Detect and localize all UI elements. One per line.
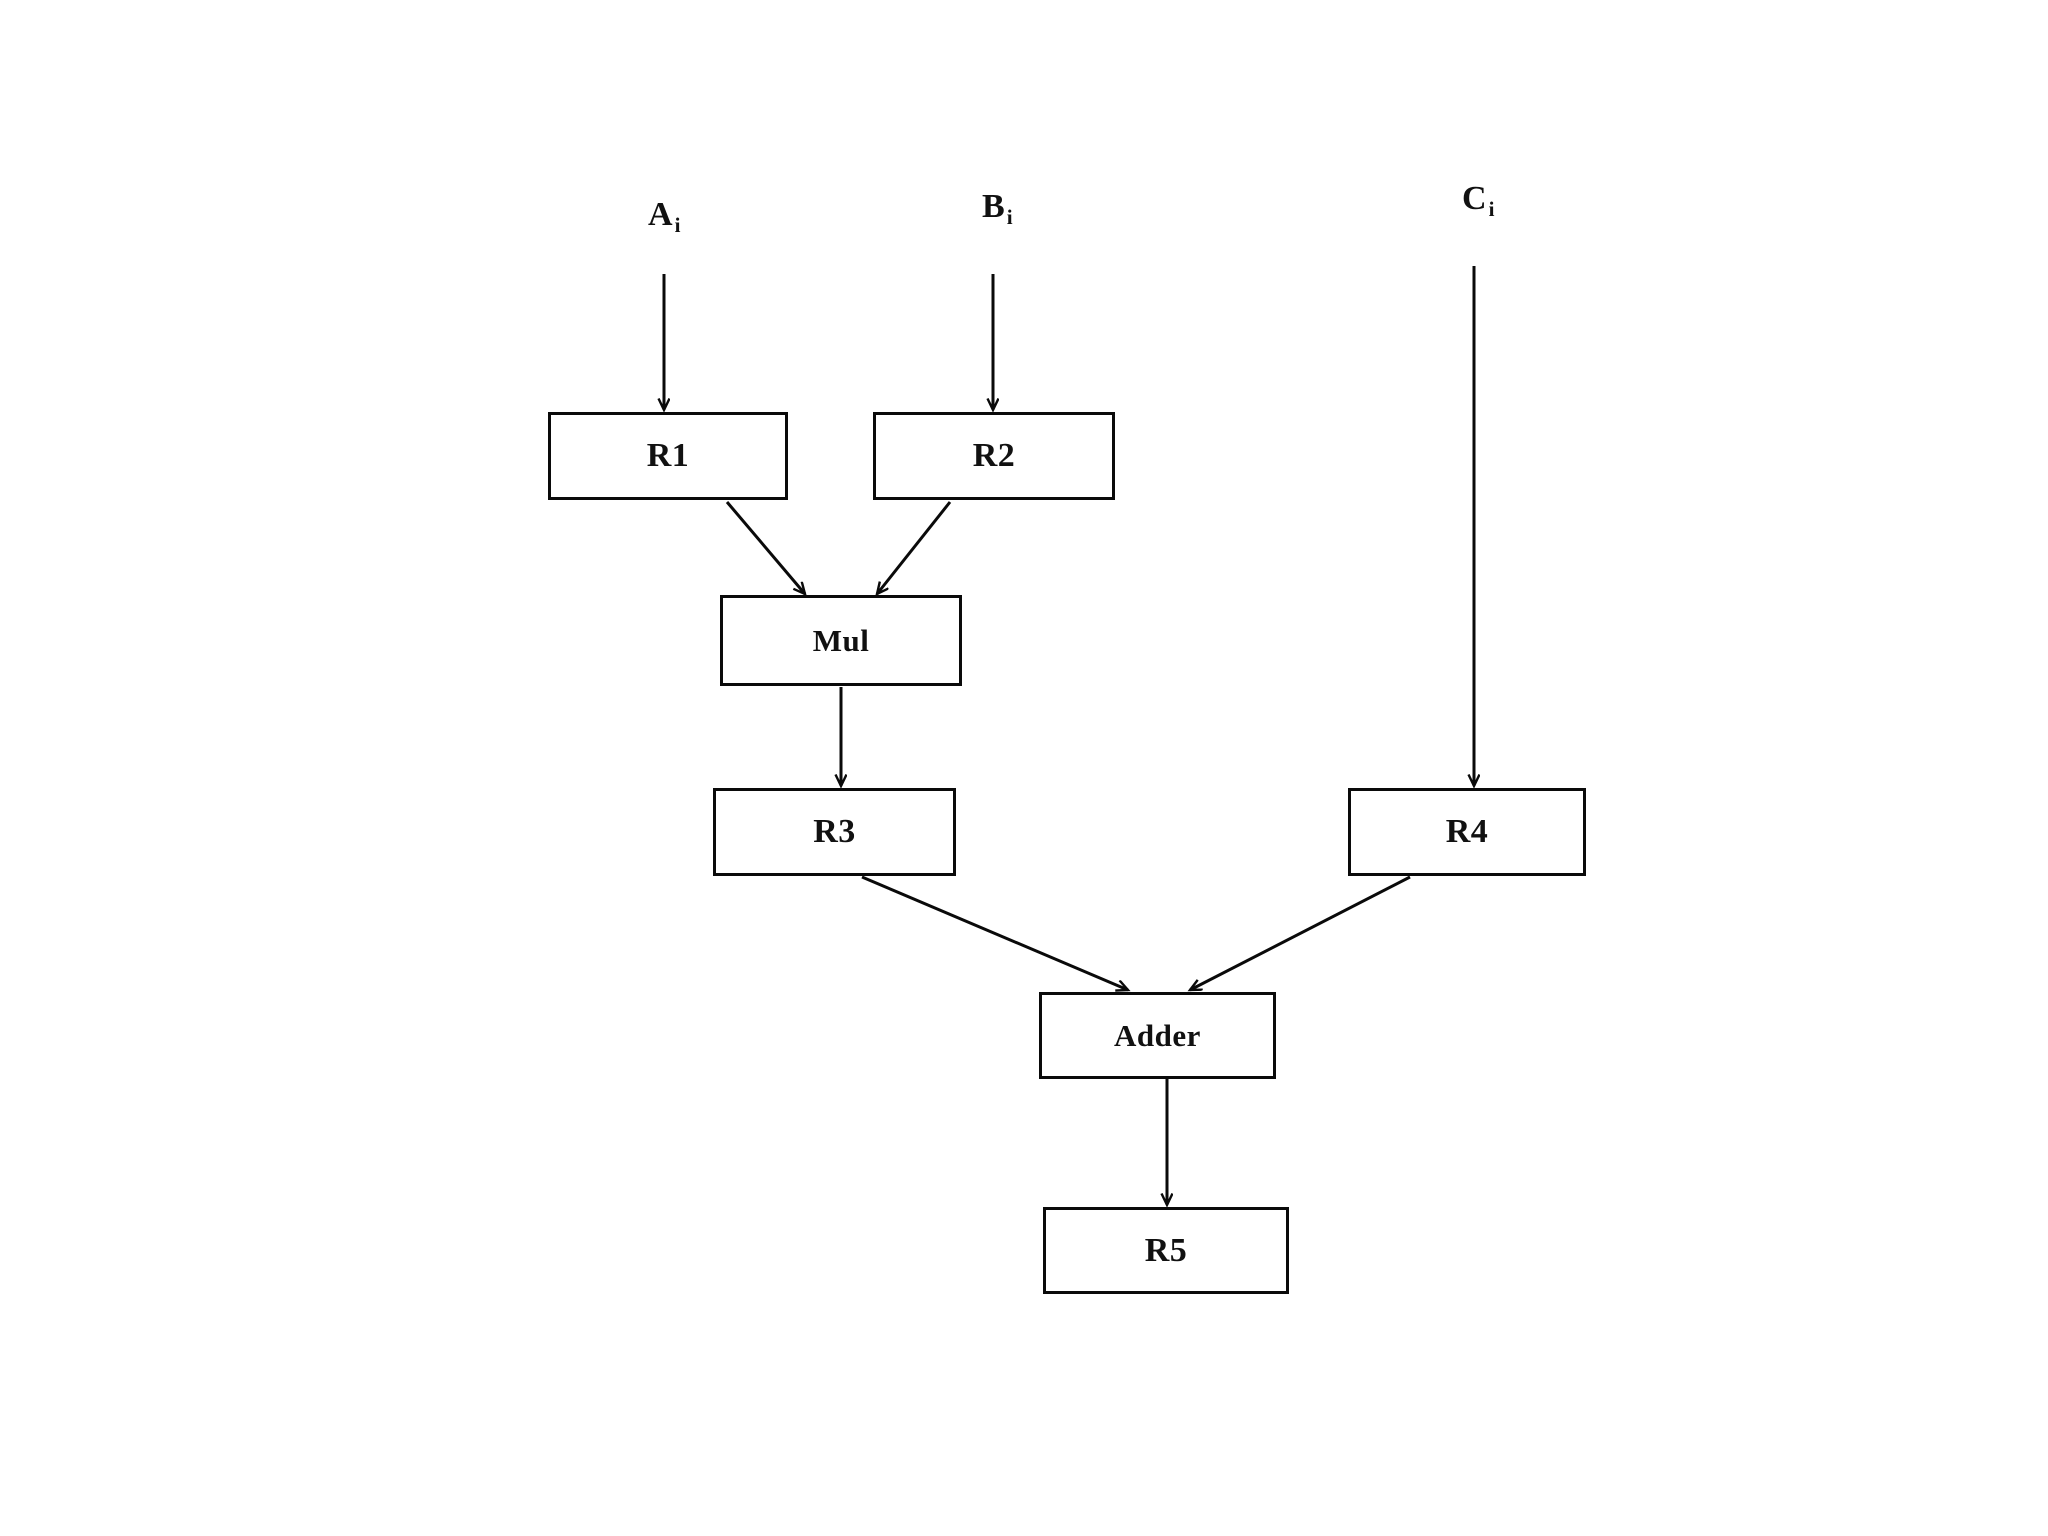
input-label-a: Ai (648, 196, 681, 236)
node-r1[interactable]: R1 (548, 412, 788, 500)
input-a-base: A (648, 196, 673, 233)
node-adder[interactable]: Adder (1039, 992, 1276, 1079)
node-mul[interactable]: Mul (720, 595, 962, 686)
input-label-c: Ci (1462, 180, 1495, 220)
node-r2[interactable]: R2 (873, 412, 1115, 500)
input-c-base: C (1462, 180, 1487, 217)
input-a-subscript: i (674, 213, 681, 238)
node-r3[interactable]: R3 (713, 788, 956, 876)
input-label-b: Bi (982, 188, 1013, 228)
input-b-base: B (982, 188, 1005, 225)
input-c-subscript: i (1488, 197, 1495, 222)
node-r4[interactable]: R4 (1348, 788, 1586, 876)
edge-r4-to-adder (1190, 875, 1411, 992)
edge-r1-to-mul (725, 501, 805, 594)
node-r5[interactable]: R5 (1043, 1207, 1289, 1294)
input-b-subscript: i (1006, 205, 1013, 230)
edge-r3-to-adder (861, 875, 1128, 990)
edge-r2-to-mul (877, 501, 952, 594)
